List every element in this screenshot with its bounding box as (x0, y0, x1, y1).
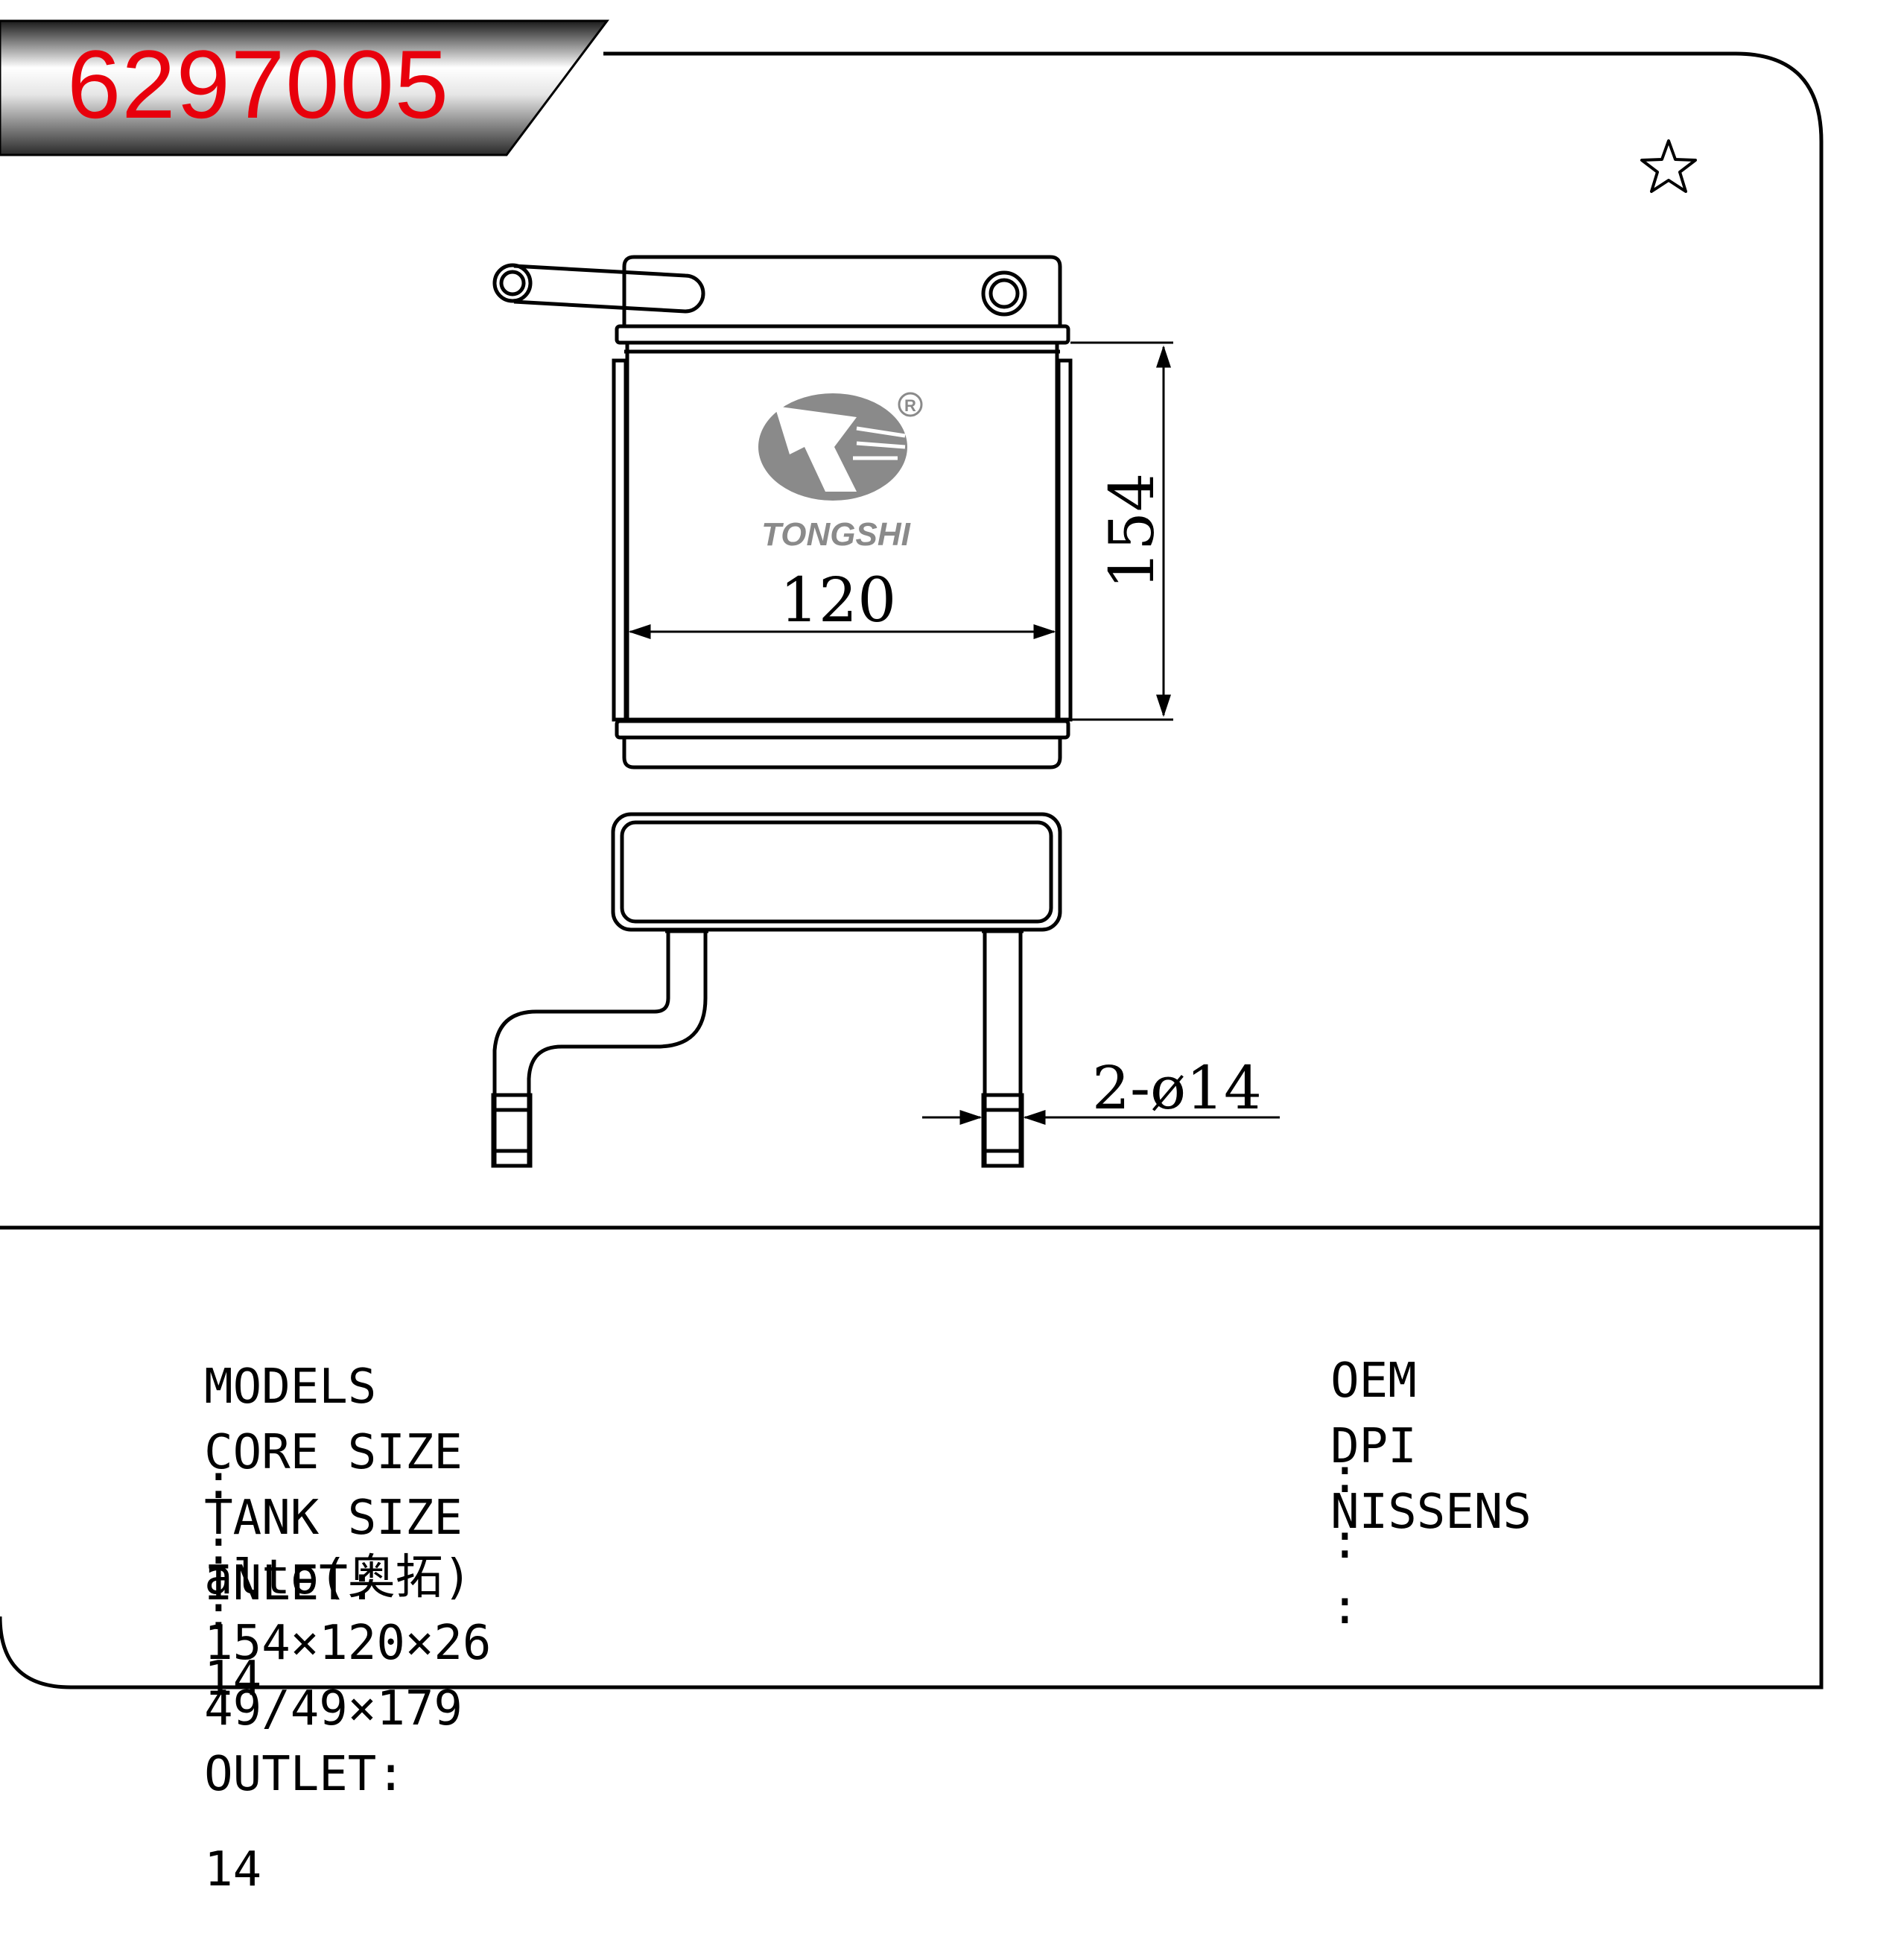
registered-mark-icon (898, 392, 923, 417)
heater-core-front-view (492, 255, 1073, 770)
outlet-port (981, 270, 1027, 317)
nissens-separator: : (1330, 1580, 1359, 1635)
models-row: MODELS : alto(奥拓) (89, 1316, 472, 1649)
core-size-row: CORE SIZE : 154×120×26 (89, 1381, 491, 1715)
width-dimension-label: 120 (780, 565, 897, 636)
frame-border (0, 51, 1824, 1689)
part-number-title: 6297005 (67, 30, 450, 139)
inlet-value: 14 (204, 1651, 262, 1707)
left-bent-pipe (492, 931, 708, 1166)
width-dimension: 120 (628, 565, 1056, 639)
tank-size-label: TANK SIZE (204, 1491, 463, 1546)
top-header (615, 324, 1070, 345)
side-tank-inner (620, 820, 1053, 924)
pipe-diameter-label: 2-ø14 (1092, 1053, 1262, 1123)
inlet-pipe-end (492, 263, 533, 303)
tongshi-logo: R TONGSHI (758, 392, 923, 553)
bottom-header (615, 719, 1070, 740)
inlet-label: INLET: (204, 1556, 377, 1611)
side-tank-outer (611, 812, 1062, 932)
height-dimension-label: 154 (1097, 473, 1168, 590)
outlet-value: 14 (204, 1842, 262, 1897)
oem-row: OEM : (1216, 1310, 1417, 1596)
star-outline-icon[interactable] (1640, 139, 1697, 193)
nissens-label: NISSENS (1330, 1485, 1532, 1540)
technical-drawing-sheet: R TONGSHI 120 154 2-ø14 (0, 19, 1824, 1689)
dpi-label: DPI (1330, 1419, 1417, 1474)
models-value: alto(奥拓) (204, 1550, 472, 1605)
core-size-separator: : (204, 1520, 233, 1576)
height-dimension: 154 (1070, 341, 1173, 721)
oem-label: OEM (1330, 1354, 1417, 1409)
pipe-diameter-dimension: 2-ø14 (922, 1053, 1280, 1125)
top-tank (622, 255, 1062, 326)
registered-mark: R (904, 396, 916, 415)
models-label: MODELS (204, 1359, 377, 1415)
left-side-rail (612, 358, 628, 722)
right-side-rail (1056, 358, 1073, 722)
core-size-label: CORE SIZE (204, 1425, 463, 1480)
right-straight-pipe (983, 931, 1023, 1166)
dpi-separator: : (1330, 1514, 1359, 1570)
oem-separator: : (1330, 1449, 1359, 1504)
dpi-row: DPI : (1216, 1375, 1417, 1661)
bottom-tank (622, 737, 1062, 770)
title-banner (0, 19, 609, 156)
core-size-value: 154×120×26 (204, 1616, 492, 1671)
nissens-row: NISSENS : (1216, 1441, 1532, 1727)
heater-core-side-view (491, 812, 1062, 1168)
inlet-pipe (513, 264, 705, 314)
inlet-outlet-row: INLET: 14 OUTLET: 14 (89, 1512, 405, 1941)
logo-brand-name: TONGSHI (761, 516, 910, 553)
outlet-label: OUTLET: (204, 1747, 405, 1802)
tank-size-separator: : (204, 1586, 233, 1641)
models-separator: : (204, 1455, 233, 1510)
